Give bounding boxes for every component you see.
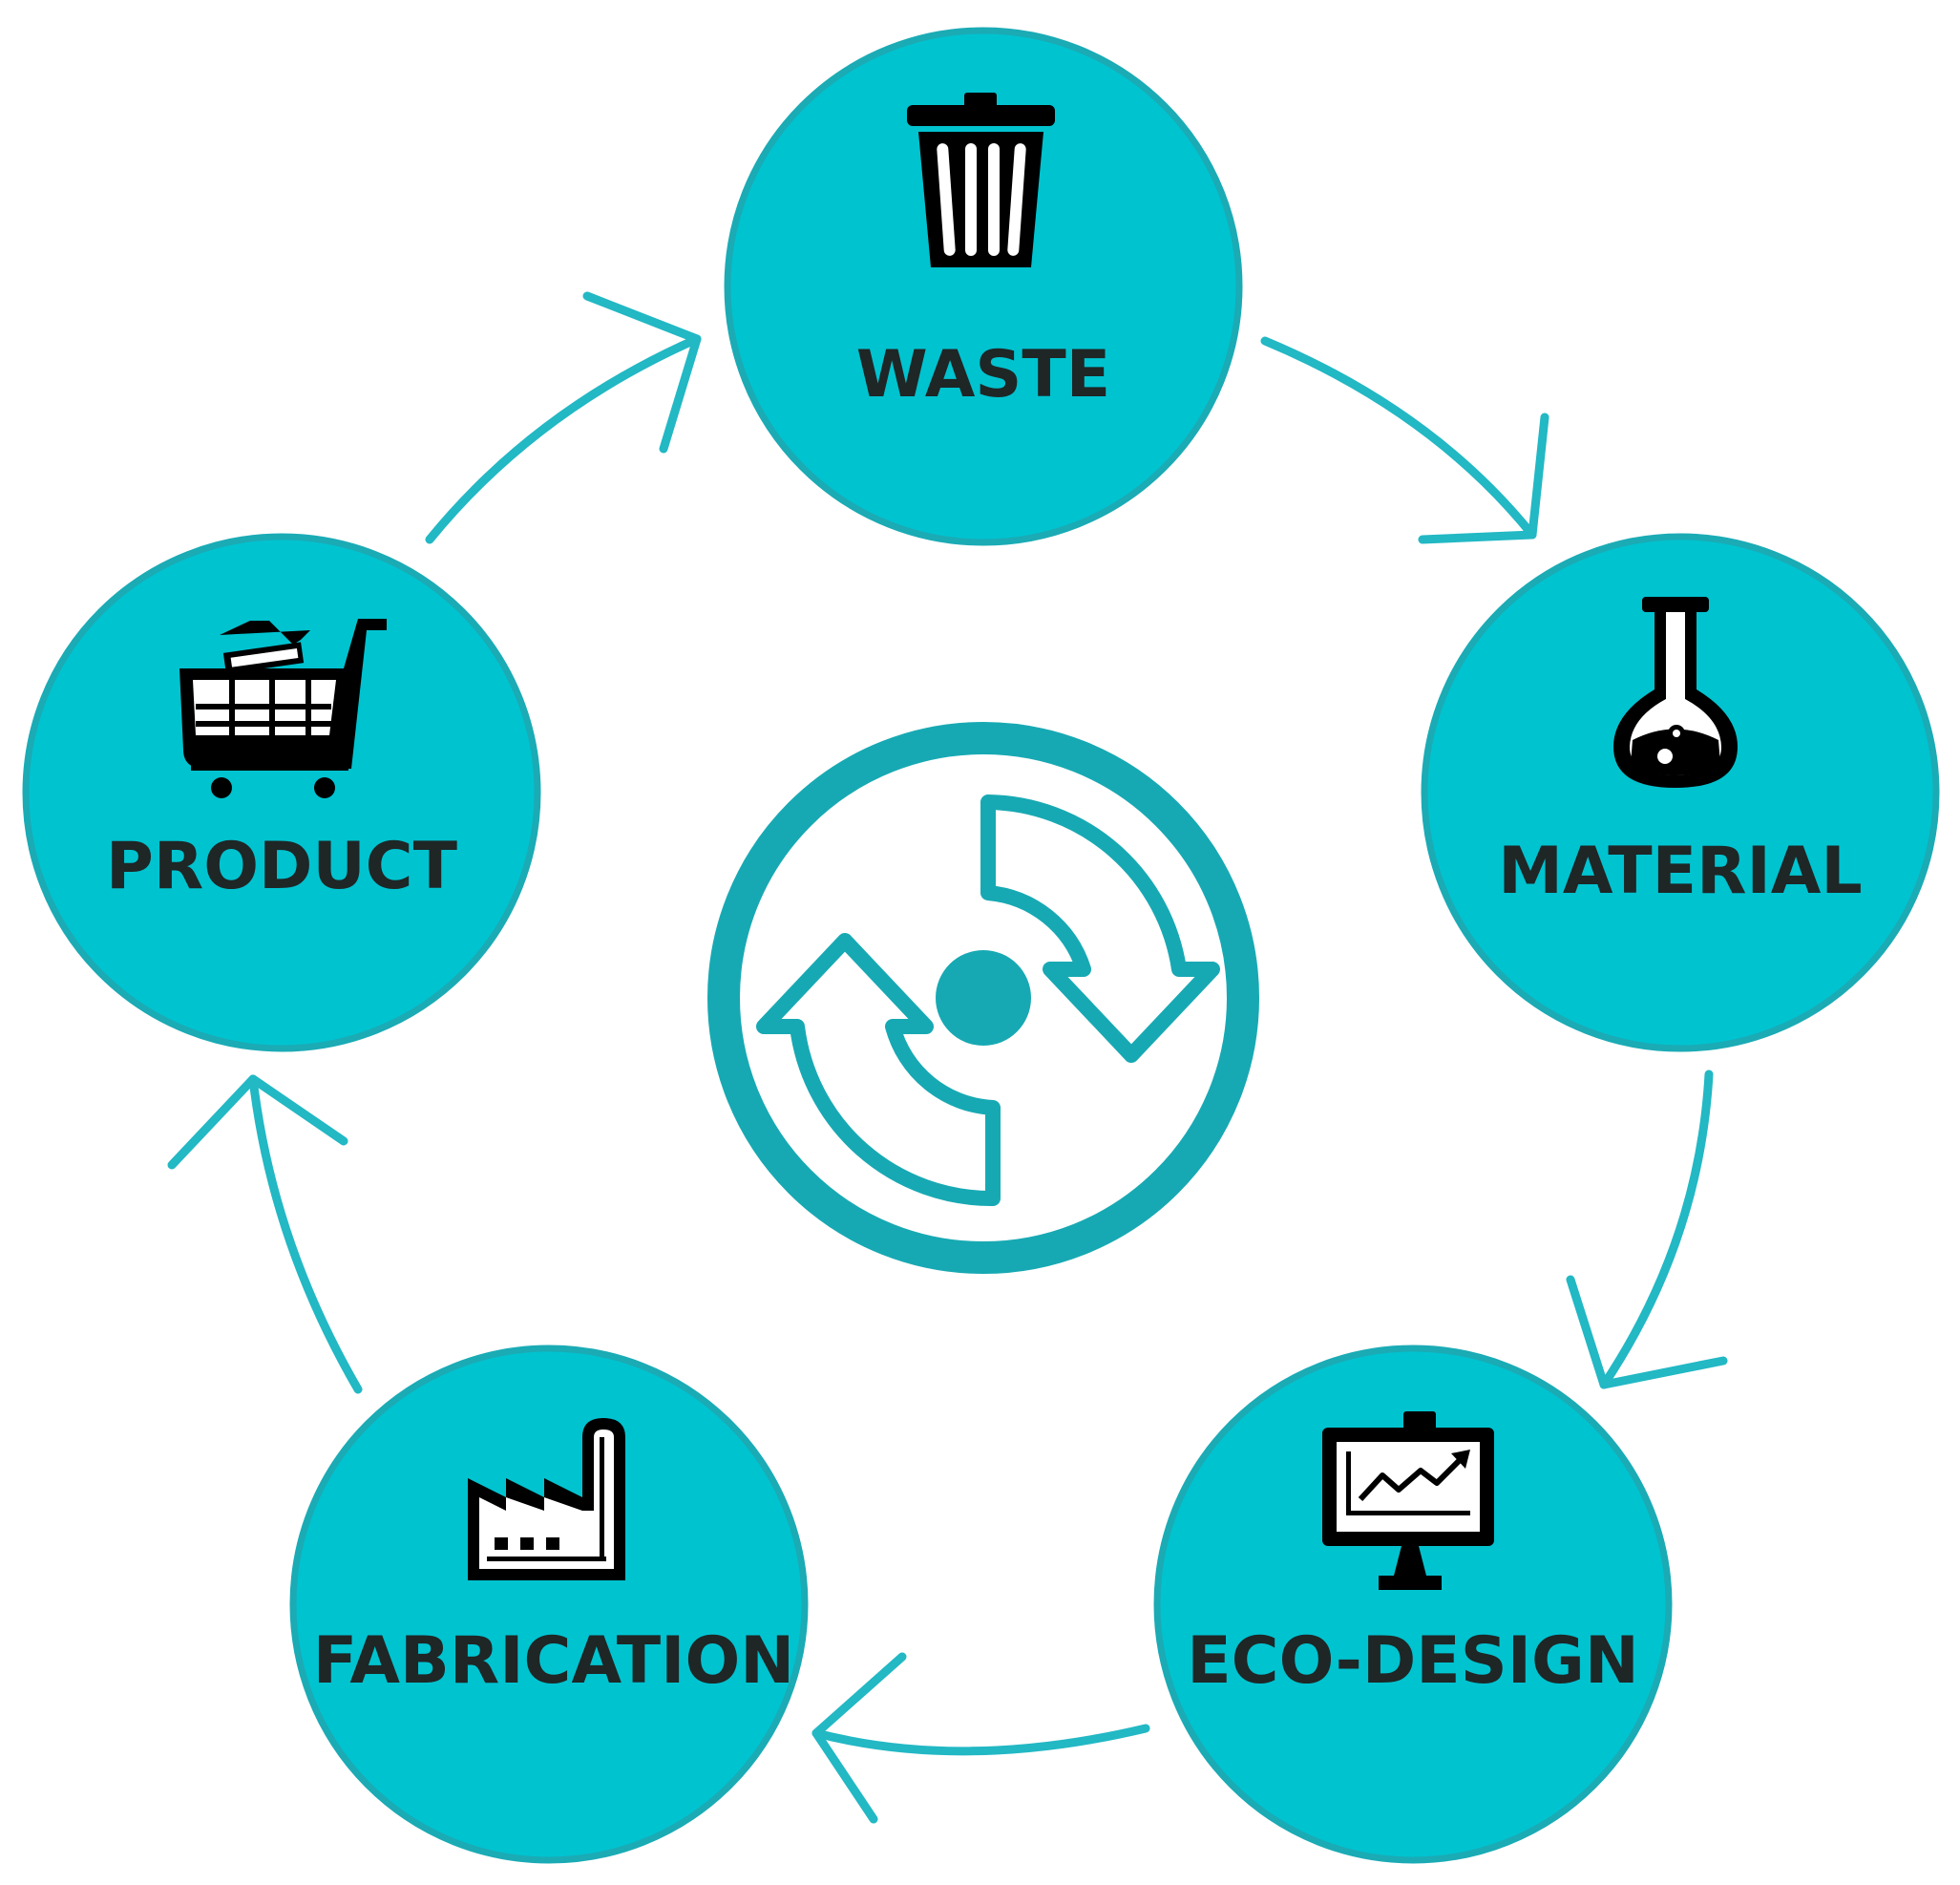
node-fabrication [289, 1345, 809, 1864]
node-label-product: PRODUCT [106, 829, 458, 904]
node-label-eco-design: ECO-DESIGN [1187, 1623, 1639, 1699]
arrow-product-to-waste [425, 291, 702, 544]
node-circle [1421, 533, 1940, 1052]
shopping-cart-icon [179, 619, 387, 798]
arrow-eco-design-to-fabrication [811, 1652, 1150, 1824]
center-ring [707, 722, 1259, 1274]
node-circle [289, 1345, 809, 1864]
node-circle [724, 27, 1243, 546]
center-dot [936, 950, 1031, 1046]
recycle-arrows-icon [707, 722, 1259, 1274]
flask-icon [1613, 597, 1738, 788]
node-circle [1153, 1345, 1673, 1864]
flow-arrows [167, 291, 1728, 1824]
arrow-material-to-eco-design [1566, 1070, 1728, 1389]
node-waste [724, 27, 1243, 546]
node-label-material: MATERIAL [1498, 834, 1862, 909]
presentation-board-icon [1322, 1411, 1494, 1590]
arrow-fabrication-to-product [167, 1074, 363, 1394]
factory-icon [468, 1418, 625, 1580]
node-eco-design [1153, 1345, 1673, 1864]
node-labels: WASTE MATERIAL ECO-DESIGN FABRICATION PR… [106, 337, 1863, 1699]
node-material [1421, 533, 1940, 1052]
arrow-waste-to-material [1260, 336, 1549, 544]
node-circle [22, 533, 541, 1052]
trash-can-icon [907, 93, 1055, 267]
node-label-waste: WASTE [856, 337, 1110, 413]
node-product [22, 533, 541, 1052]
node-label-fabrication: FABRICATION [313, 1623, 794, 1699]
